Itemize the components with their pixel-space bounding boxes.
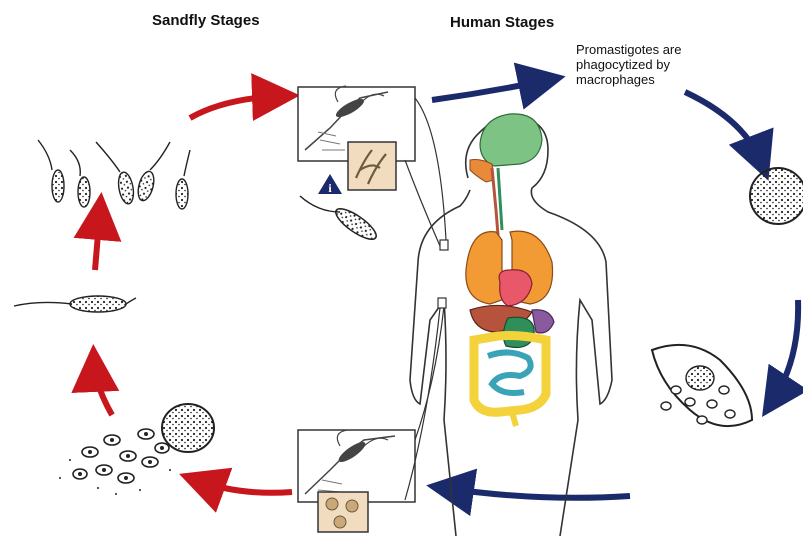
sandfly-bite-inset-bottom xyxy=(298,430,415,532)
bite-site-marker-upper xyxy=(440,240,448,250)
blue-arrow-bottom xyxy=(444,488,630,498)
trachea xyxy=(498,168,502,230)
dividing-promastigote xyxy=(14,296,136,312)
ruptured-macrophage-amastigotes xyxy=(652,345,752,426)
bite-site-marker-lower xyxy=(438,298,446,308)
blue-arrow-right-lower xyxy=(772,300,798,402)
red-arrow-top xyxy=(190,96,282,118)
red-arrow-left-lower xyxy=(94,362,112,415)
pharynx xyxy=(470,160,494,183)
blue-arrow-right-upper xyxy=(685,92,762,164)
brain xyxy=(480,114,542,166)
blue-arrow-top xyxy=(432,80,548,100)
ingested-infected-macrophage xyxy=(59,404,214,495)
infected-macrophage xyxy=(750,168,803,224)
sandfly-bite-inset-top: i xyxy=(298,86,415,195)
info-triangle-icon: i xyxy=(318,174,342,195)
promastigotes-cluster xyxy=(38,140,190,209)
red-arrow-left-upper xyxy=(95,210,100,270)
spleen xyxy=(532,310,554,333)
injected-promastigote xyxy=(300,196,380,244)
appendix xyxy=(512,412,516,426)
red-arrow-bottom xyxy=(196,480,292,493)
small-intestine xyxy=(488,352,531,393)
